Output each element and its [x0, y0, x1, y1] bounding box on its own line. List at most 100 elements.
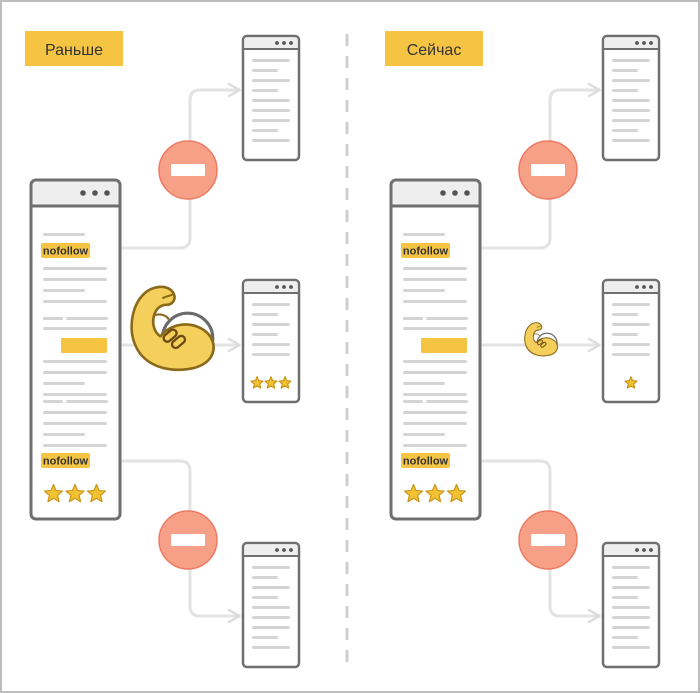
- text-line: [43, 289, 85, 292]
- dot: [289, 285, 293, 289]
- text-line: [252, 129, 278, 132]
- highlighted-link: [61, 338, 107, 353]
- text-line: [403, 411, 467, 414]
- star-icon: [624, 376, 638, 389]
- text-line: [252, 99, 290, 102]
- source-page-window: nofollow nofollow: [389, 178, 482, 521]
- panel-heading: Сейчас: [385, 31, 483, 66]
- text-line: [252, 333, 278, 336]
- star-icon: [86, 483, 107, 503]
- text-line: [43, 382, 85, 385]
- text-line: [43, 400, 63, 403]
- text-line: [612, 89, 638, 92]
- text-line: [252, 606, 290, 609]
- dot: [642, 548, 646, 552]
- arm-shape: [130, 285, 215, 372]
- text-line: [252, 323, 290, 326]
- dot: [649, 548, 653, 552]
- nofollow-tag: nofollow: [41, 453, 90, 468]
- text-line: [43, 317, 63, 320]
- star-icon: [278, 376, 292, 389]
- text-line: [612, 626, 650, 629]
- dot: [80, 190, 86, 196]
- panel-before: Раньше nofollow nofollow: [25, 31, 301, 669]
- text-line: [612, 109, 650, 112]
- text-line: [252, 89, 278, 92]
- text-line: [612, 303, 650, 306]
- text-line: [403, 360, 467, 363]
- panel-now: Сейчас nofollow nofollow: [385, 31, 661, 669]
- star-icon: [425, 483, 445, 503]
- window-dots-icon: [440, 190, 470, 196]
- nofollow-tag: nofollow: [41, 243, 90, 258]
- fist-line: [161, 293, 174, 300]
- text-line: [252, 343, 290, 346]
- window-dots-icon: [275, 285, 293, 289]
- text-line: [252, 576, 278, 579]
- text-line: [403, 278, 467, 281]
- chain-link-b: [540, 341, 547, 348]
- nofollow-tag-bg: [41, 453, 90, 468]
- dot: [649, 285, 653, 289]
- text-line: [66, 317, 108, 320]
- dot: [92, 190, 98, 196]
- nofollow-tag: nofollow: [401, 243, 450, 258]
- text-line: [403, 422, 467, 425]
- target-page-bottom: [601, 541, 661, 669]
- window-dots-icon: [635, 285, 653, 289]
- window-titlebar: [32, 181, 119, 206]
- dot: [275, 548, 279, 552]
- text-line: [43, 433, 85, 436]
- nofollow-tag-label: nofollow: [43, 456, 89, 468]
- window-dots-icon: [635, 548, 653, 552]
- panel-heading: Раньше: [25, 31, 123, 66]
- target-page-middle: [601, 278, 661, 404]
- text-line: [252, 69, 278, 72]
- text-line: [403, 327, 467, 330]
- star-icon: [65, 483, 85, 503]
- star-icon: [446, 483, 467, 503]
- target-page-top: [601, 34, 661, 162]
- panel-heading-bg: [25, 31, 123, 66]
- no-entry-bar: [531, 534, 565, 546]
- dot: [275, 41, 279, 45]
- panel-heading-label: Сейчас: [407, 42, 462, 59]
- arm-muscle-line: [153, 313, 170, 321]
- highlighted-link: [421, 338, 467, 353]
- text-line: [252, 586, 290, 589]
- text-line: [403, 371, 467, 374]
- dot: [635, 285, 639, 289]
- text-line: [403, 289, 445, 292]
- text-line: [612, 129, 638, 132]
- text-line: [252, 566, 290, 569]
- text-line: [403, 300, 467, 303]
- text-line: [612, 79, 650, 82]
- text-line: [43, 327, 107, 330]
- text-line: [43, 360, 107, 363]
- star-icon: [43, 483, 64, 503]
- text-line: [612, 119, 650, 122]
- text-line: [612, 596, 638, 599]
- dot: [452, 190, 458, 196]
- text-line: [252, 596, 278, 599]
- no-entry-bar: [531, 164, 565, 176]
- text-line: [252, 303, 290, 306]
- no-entry-icon: [518, 510, 578, 570]
- text-line: [612, 99, 650, 102]
- text-line: [43, 278, 107, 281]
- dot: [275, 285, 279, 289]
- text-line: [612, 576, 638, 579]
- text-line: [612, 646, 650, 649]
- nofollow-tag: nofollow: [401, 453, 450, 468]
- text-line: [43, 267, 107, 270]
- text-line: [612, 586, 650, 589]
- text-line: [252, 353, 290, 356]
- window-titlebar: [604, 281, 658, 293]
- dot: [635, 548, 639, 552]
- no-entry-bar: [171, 534, 205, 546]
- text-line: [403, 317, 423, 320]
- text-line: [252, 59, 290, 62]
- text-line: [403, 400, 423, 403]
- text-line: [403, 433, 445, 436]
- dot: [289, 548, 293, 552]
